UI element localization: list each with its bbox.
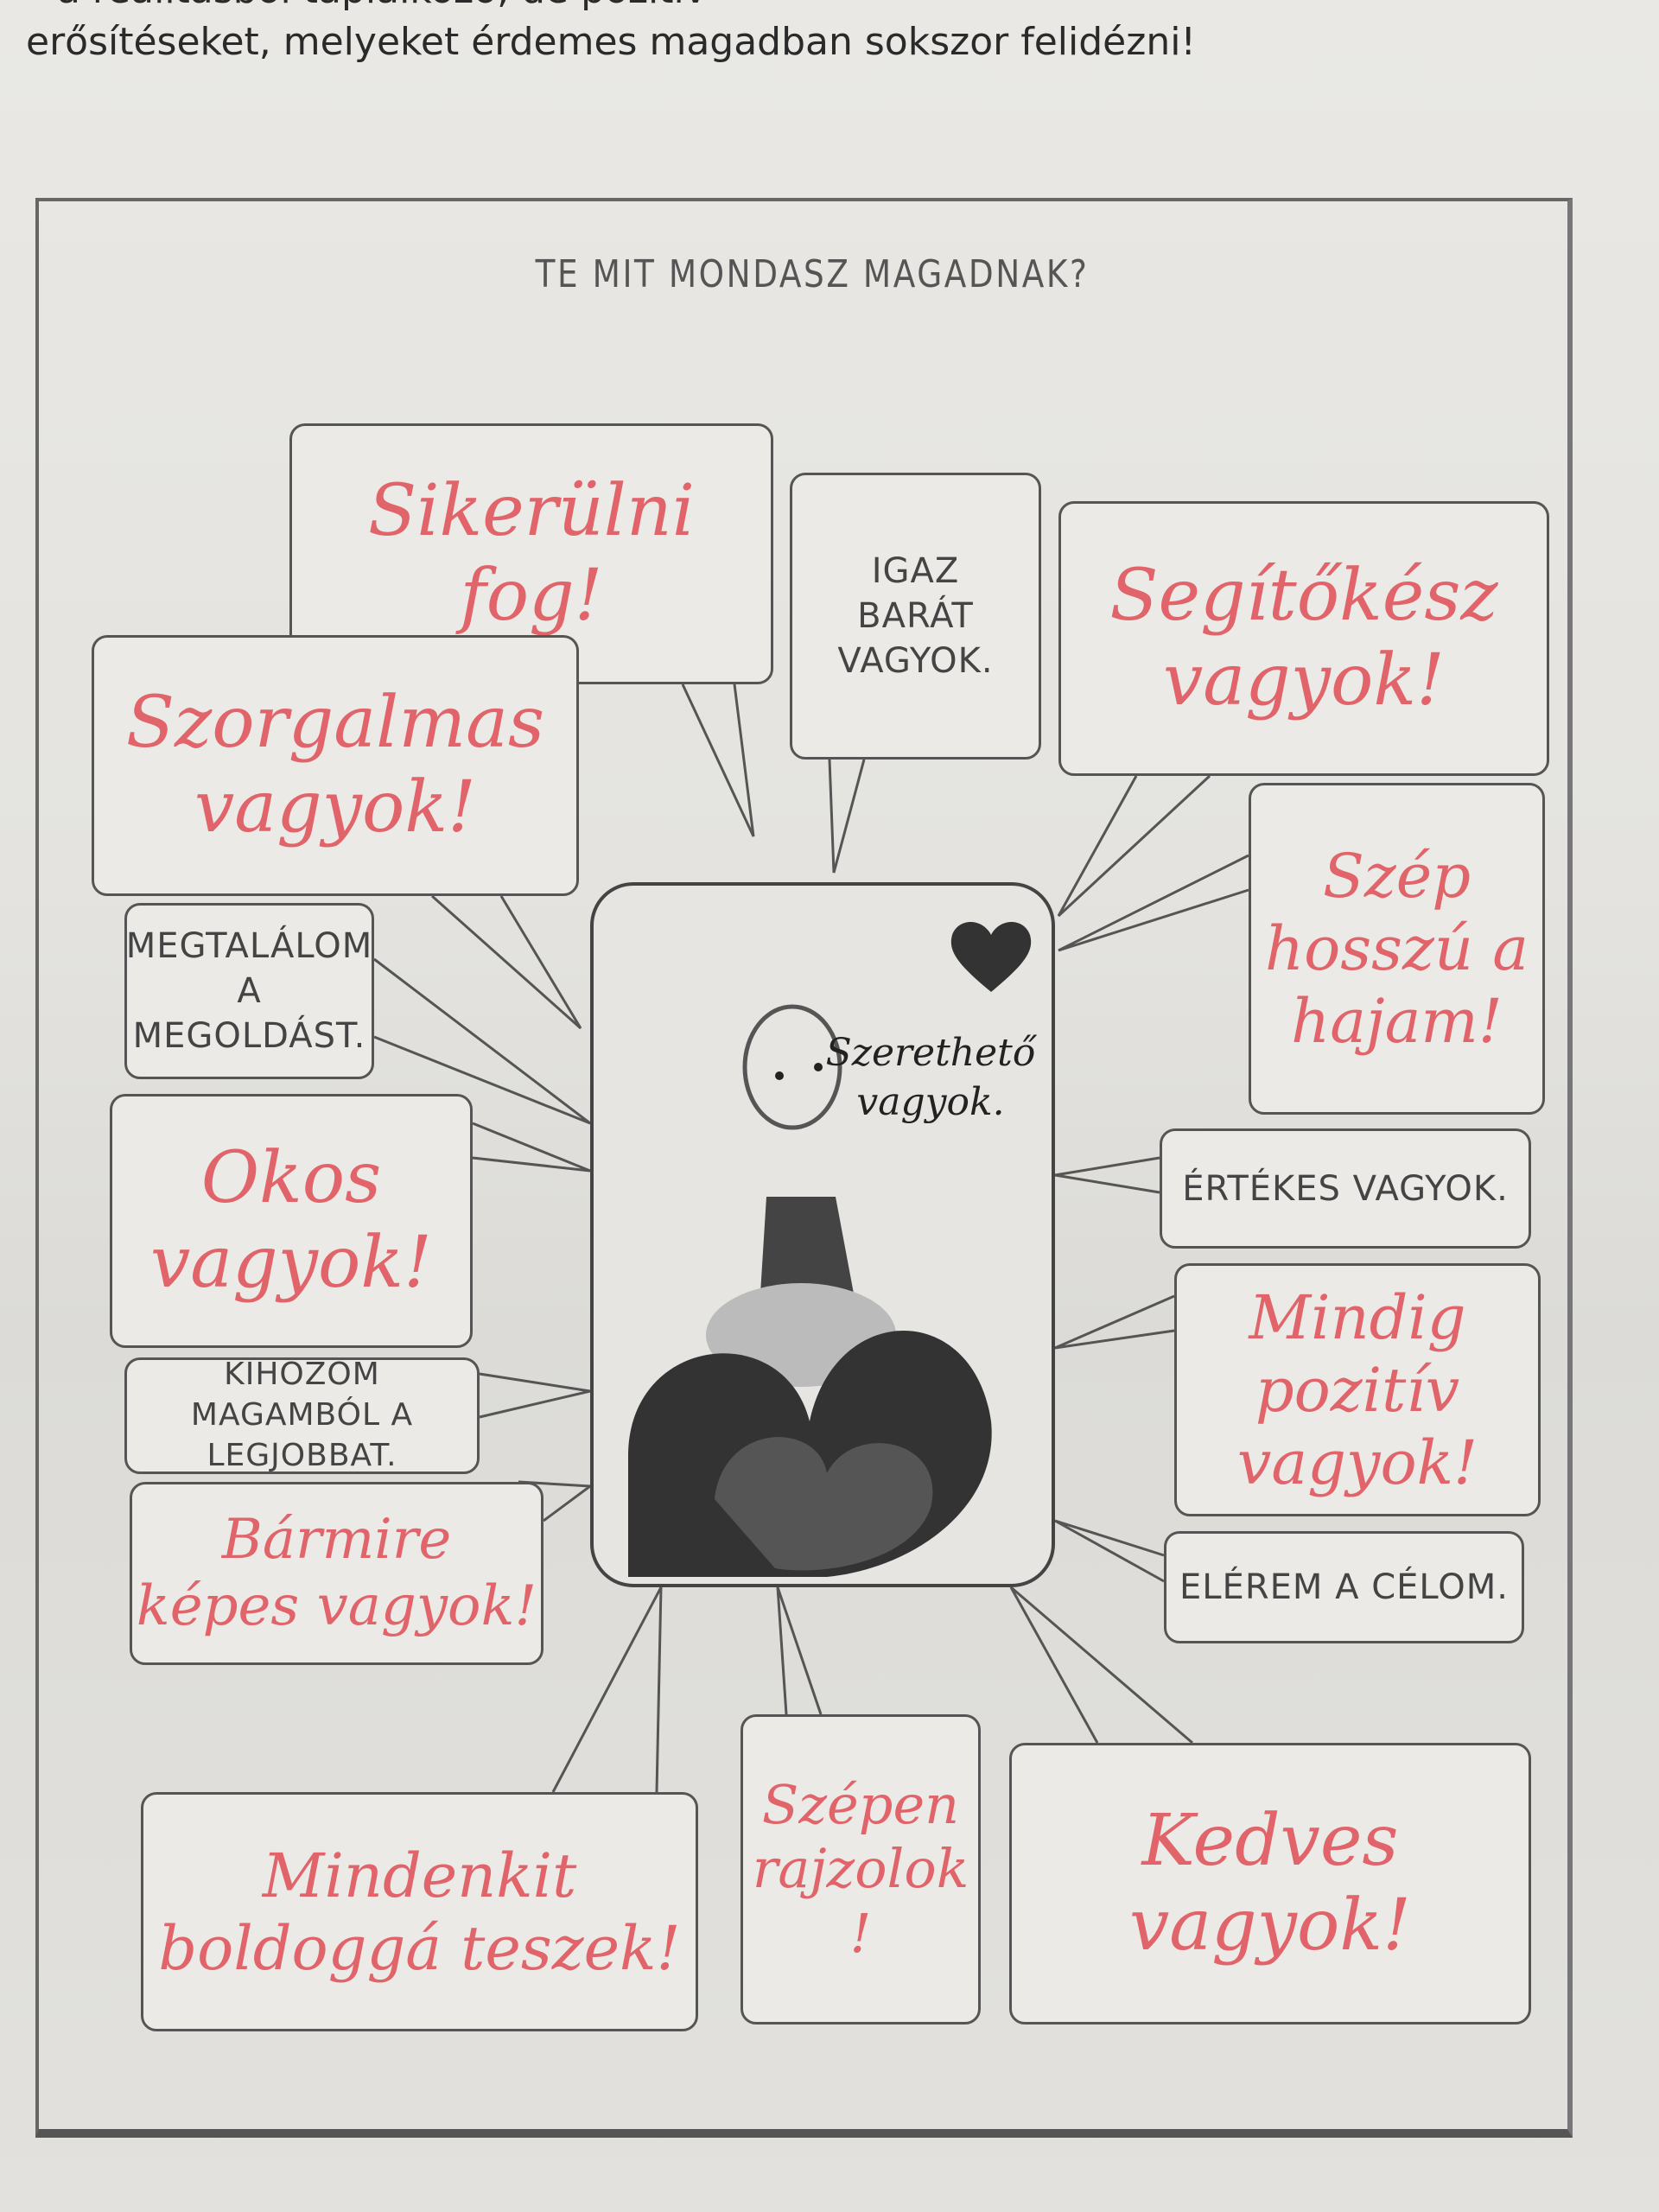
handwritten-affirmation: Kedves vagyok! (1128, 1799, 1412, 1967)
worksheet-frame (35, 198, 1573, 2138)
handwritten-affirmation: Szépen rajzolok! (752, 1772, 969, 1965)
pointer-kedves (1009, 1586, 1193, 1745)
card-caption-line-2: vagyok. (856, 1080, 1005, 1125)
bubble-okos: Okos vagyok! (110, 1094, 473, 1348)
pointer-segitokesz (1057, 774, 1211, 918)
pointer-okos (472, 1122, 591, 1173)
printed-affirmation: MEGTALÁLOM A MEGOLDÁST. (125, 926, 373, 1056)
bubble-szep-haj: Szép hosszú a hajam! (1249, 783, 1545, 1115)
bubble-kedves: Kedves vagyok! (1009, 1743, 1531, 2024)
intro-text-line-1: – a realitásból táplálkozó, de pozitív (26, 0, 707, 12)
pointer-szorgalmas (431, 894, 582, 1030)
intro-text-line-2: erősítéseket, melyeket érdemes magadban … (26, 20, 1197, 64)
card-caption: Szerethető vagyok. (814, 1028, 1047, 1127)
handwritten-affirmation: Okos vagyok! (149, 1136, 433, 1304)
bubble-szepen-rajzolok: Szépen rajzolok! (741, 1714, 981, 2024)
handwritten-affirmation: Mindig pozitív vagyok! (1236, 1281, 1478, 1498)
bubble-mindenkit: Mindenkit boldoggá teszek! (141, 1792, 698, 2031)
worksheet-title: TE MIT MONDASZ MAGADNAK? (535, 252, 1090, 296)
pointer-elerem (1054, 1519, 1165, 1583)
center-card: Szerethető vagyok. (590, 882, 1055, 1587)
printed-affirmation: ÉRTÉKES VAGYOK. (1182, 1168, 1509, 1209)
handwritten-affirmation: Szép hosszú a hajam! (1264, 841, 1529, 1057)
printed-affirmation: ELÉREM A CÉLOM. (1179, 1567, 1509, 1607)
bubble-segitokesz: Segítőkész vagyok! (1058, 501, 1549, 776)
pointer-szep-haj (1058, 854, 1249, 952)
handwritten-affirmation: Szorgalmas vagyok! (125, 681, 545, 849)
pointer-mindenkit (551, 1586, 663, 1793)
bubble-ertekes: ÉRTÉKES VAGYOK. (1160, 1128, 1531, 1249)
heart-icon (950, 922, 1032, 992)
pointer-mindig (1054, 1294, 1175, 1350)
pointer-kihozom (479, 1372, 591, 1419)
bubble-elerem: ELÉREM A CÉLOM. (1164, 1531, 1524, 1643)
printed-affirmation: IGAZ BARÁT VAGYOK. (837, 551, 994, 681)
handwritten-affirmation: Mindenkit boldoggá teszek! (158, 1840, 681, 1984)
bubble-igaz-barat: IGAZ BARÁT VAGYOK. (790, 473, 1041, 760)
handwritten-affirmation: Sikerülni fog! (368, 469, 695, 637)
pointer-szepen (776, 1586, 823, 1715)
pointer-igaz-barat (828, 759, 866, 874)
bubble-mindig-pozitiv: Mindig pozitív vagyok! (1174, 1263, 1541, 1516)
pointer-sikerulni (681, 683, 755, 837)
girl-on-heart-illustration (628, 1004, 992, 1577)
printed-affirmation: KIHOZOM MAGAMBÓL A LEGJOBBAT. (190, 1357, 414, 1473)
handwritten-affirmation: Segítőkész vagyok! (1109, 554, 1498, 721)
bubble-szorgalmas: Szorgalmas vagyok! (92, 635, 579, 896)
bubble-barmire: Bármire képes vagyok! (130, 1482, 543, 1665)
bubble-megtalalom: MEGTALÁLOM A MEGOLDÁST. (124, 903, 374, 1079)
handwritten-affirmation: Bármire képes vagyok! (136, 1508, 537, 1638)
pointer-ertekes (1054, 1156, 1160, 1194)
bubble-kihozom: KIHOZOM MAGAMBÓL A LEGJOBBAT. (124, 1357, 480, 1474)
card-caption-line-1: Szerethető (825, 1031, 1036, 1075)
